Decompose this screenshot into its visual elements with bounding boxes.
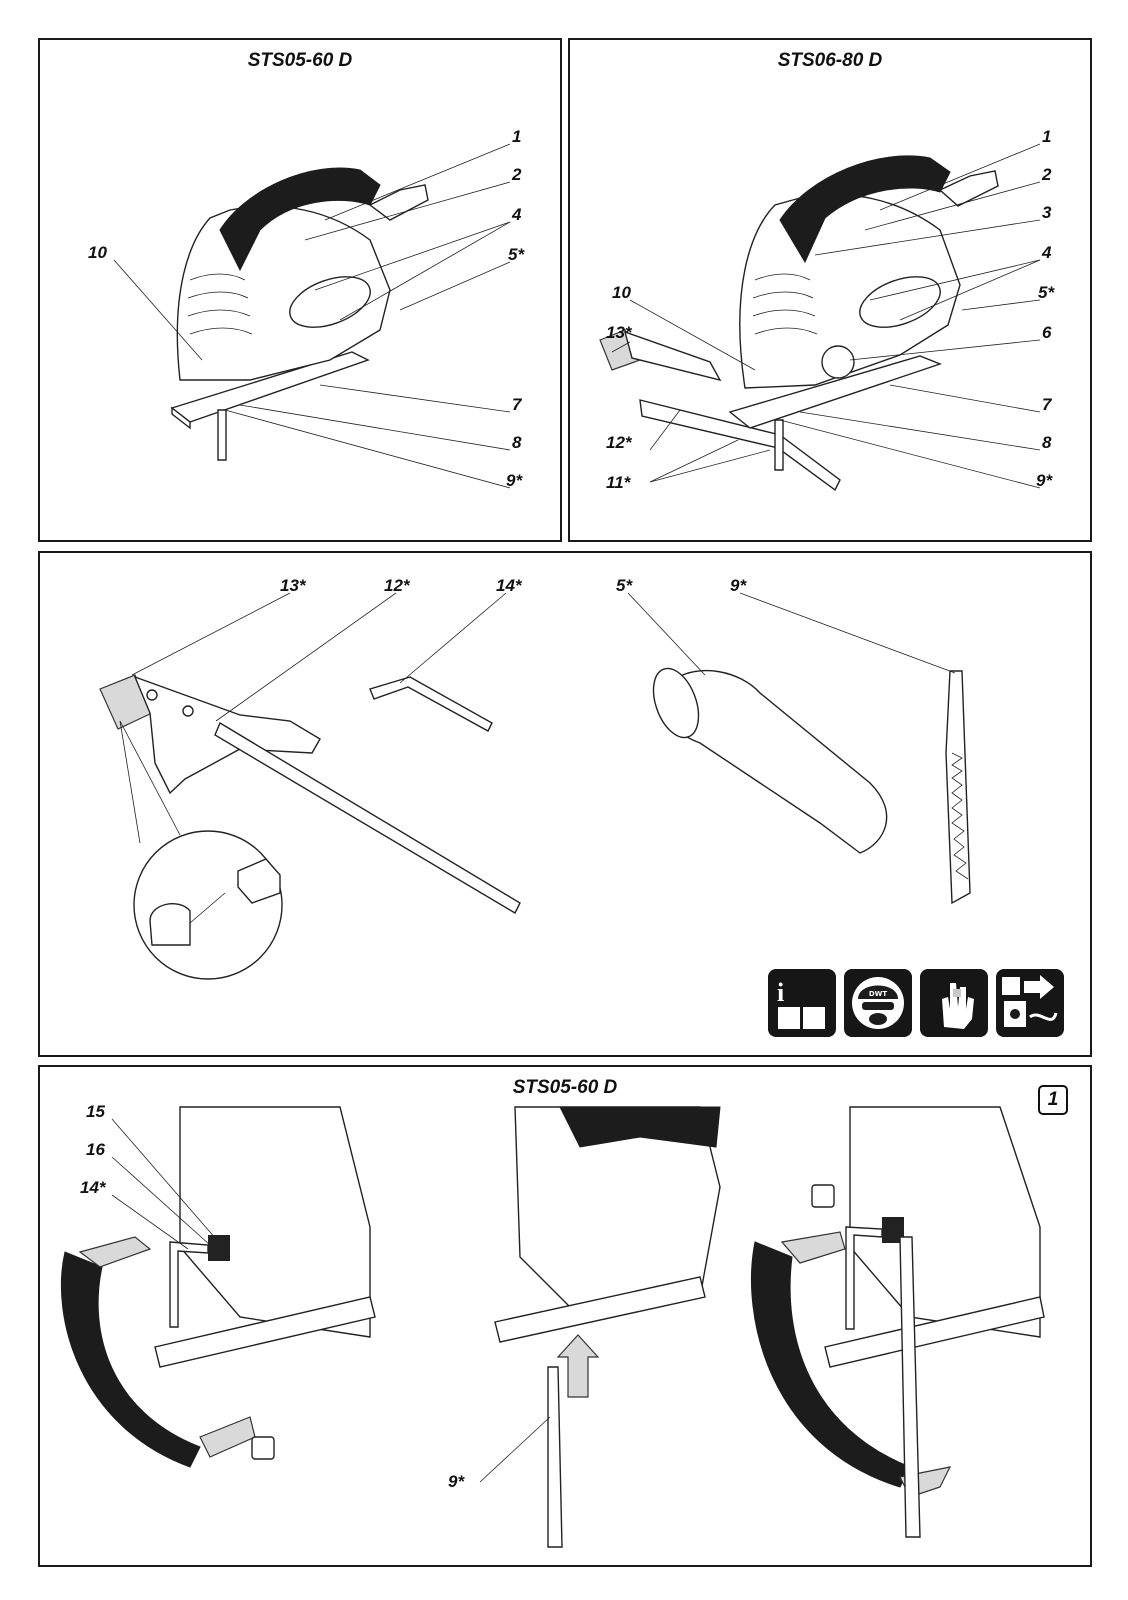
blade-clamp (882, 1217, 904, 1243)
handle-grip (779, 155, 951, 264)
protective-equipment-icon: DWT (844, 969, 912, 1037)
saw-blade (217, 409, 227, 461)
safety-icons: i DWT (768, 969, 1064, 1037)
clamp-block (237, 858, 281, 904)
panel-accessories: 13* 12* 14* 5* 9* i DWT (38, 551, 1092, 1057)
blade-change-illustration: 15 16 14* 9* (60, 1102, 1045, 1548)
info-glyph: i (777, 978, 784, 1007)
panel-title: STS05-60 D (512, 1077, 618, 1098)
jigsaw-sts06-illustration: 1 2 3 4 5* 6 10 13* 7 12* 8 11* 9* (599, 127, 1055, 492)
label-3: 3 (1042, 203, 1052, 222)
glove-hand-icon (920, 969, 988, 1037)
arrow-head (78, 1236, 152, 1268)
read-manual-icon: i (768, 969, 836, 1037)
jigsaw-body-step1 (179, 1106, 371, 1338)
hex-key (845, 1226, 883, 1330)
label-16: 16 (86, 1140, 105, 1159)
power-cord (938, 170, 999, 207)
panel-sts06-80d: STS06-80 D 1 2 3 (568, 38, 1092, 542)
power-cord (368, 184, 429, 221)
unlock-icon (251, 1436, 275, 1460)
label-1: 1 (1042, 127, 1051, 146)
unplug-before-service-icon (996, 969, 1064, 1037)
label-4: 4 (511, 205, 522, 224)
rotation-arrow-cw (750, 1241, 911, 1488)
label-1: 1 (512, 127, 521, 146)
handle-grip (219, 167, 381, 272)
label-11: 11* (606, 473, 632, 492)
label-10: 10 (612, 283, 631, 302)
figure-number: 1 (1038, 1085, 1068, 1115)
saw-blade (774, 419, 784, 471)
orbital-selector (821, 345, 855, 379)
insert-arrow (556, 1334, 600, 1398)
guide-ruler (214, 721, 521, 914)
lock-icon (811, 1184, 835, 1208)
label-2: 2 (1041, 165, 1052, 184)
hex-key (169, 1241, 209, 1328)
label-5: 5* (1038, 283, 1055, 302)
label-7: 7 (1042, 395, 1053, 414)
label-14: 14* (80, 1178, 107, 1197)
label-14: 14* (496, 576, 523, 595)
helmet-brand: DWT (869, 990, 888, 998)
label-10: 10 (88, 243, 107, 262)
blade-clamp (208, 1235, 230, 1261)
label-5: 5* (508, 245, 525, 264)
dust-adapter (662, 669, 888, 854)
label-4: 4 (1041, 243, 1052, 262)
saw-blade-installed (899, 1236, 921, 1538)
panel-title: STS06-80 D (777, 50, 883, 71)
label-7: 7 (512, 395, 523, 414)
saw-blade (945, 670, 971, 905)
base-plate (728, 355, 943, 429)
label-12: 12* (606, 433, 633, 452)
label-13: 13* (280, 576, 307, 595)
detail-zoom-circle (133, 830, 283, 980)
hex-key (369, 676, 493, 732)
label-15: 15 (86, 1102, 105, 1121)
cap-piece (149, 903, 191, 946)
panel-sts05-60d: STS05-60 D 1 2 4 5* 10 7 8 9* (38, 38, 562, 542)
label-9: 9* (506, 471, 523, 490)
label-2: 2 (511, 165, 522, 184)
label-8: 8 (512, 433, 522, 452)
saw-blade (547, 1366, 563, 1548)
label-13: 13* (606, 323, 633, 342)
panel-title: STS05-60 D (247, 50, 353, 71)
label-9: 9* (448, 1472, 465, 1491)
accessories-illustration: 13* 12* 14* 5* 9* (99, 576, 971, 980)
rotation-arrow-ccw (60, 1251, 201, 1468)
jigsaw-body-step3 (849, 1106, 1041, 1338)
label-8: 8 (1042, 433, 1052, 452)
panel-blade-change: STS05-60 D 1 15 16 14* 9* (38, 1065, 1092, 1567)
label-9: 9* (1036, 471, 1053, 490)
label-9: 9* (730, 576, 747, 595)
label-6: 6 (1042, 323, 1052, 342)
jigsaw-sts05-illustration: 1 2 4 5* 10 7 8 9* (88, 127, 525, 490)
label-5: 5* (616, 576, 633, 595)
label-12: 12* (384, 576, 411, 595)
